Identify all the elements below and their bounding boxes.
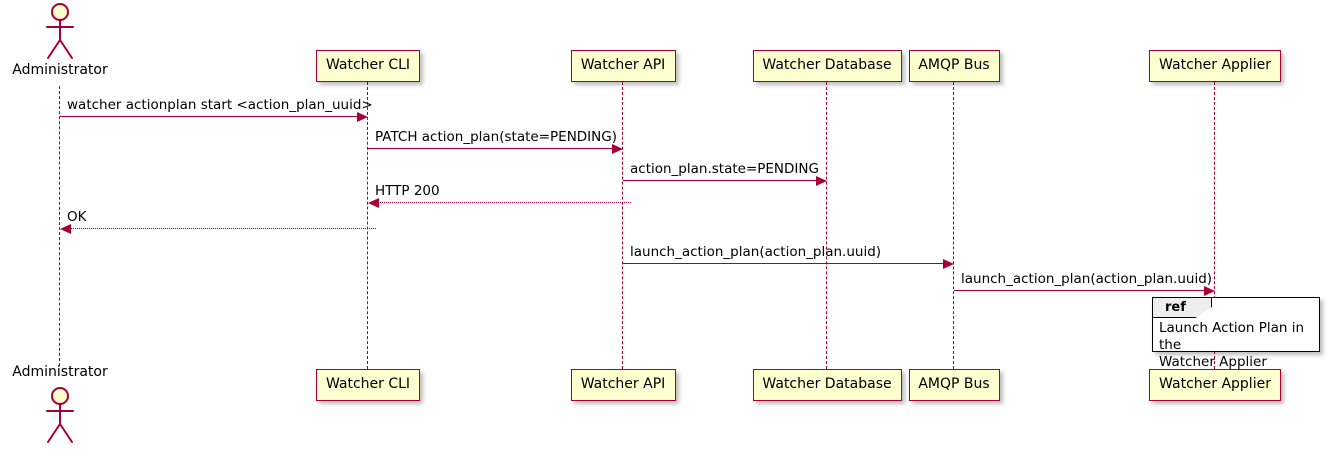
lifeline-watcher-cli — [367, 82, 369, 369]
participant-watcher-cli-top[interactable]: Watcher CLI — [316, 50, 420, 82]
participant-watcher-applier-bottom[interactable]: Watcher Applier — [1149, 369, 1281, 401]
ref-tab-label: ref — [1153, 298, 1212, 318]
lifeline-amqp-bus — [953, 82, 955, 369]
message-label-msg-5: OK — [67, 209, 87, 225]
message-label-msg-3: action_plan.state=PENDING — [630, 161, 819, 177]
message-line-msg-4 — [376, 202, 631, 203]
arrow-head-msg-1 — [357, 112, 368, 122]
participant-watcher-database-bottom[interactable]: Watcher Database — [752, 369, 902, 401]
lifeline-administrator — [59, 86, 61, 366]
lifeline-watcher-applier — [1214, 82, 1216, 369]
message-line-msg-5 — [68, 228, 376, 229]
participant-watcher-applier-top[interactable]: Watcher Applier — [1149, 50, 1281, 82]
message-line-msg-6 — [623, 263, 946, 264]
participant-watcher-api-bottom[interactable]: Watcher API — [570, 369, 676, 401]
arrow-head-msg-3 — [816, 176, 827, 186]
arrow-head-msg-4 — [368, 198, 379, 208]
actor-administrator-bottom[interactable] — [40, 386, 80, 448]
lifeline-watcher-database — [826, 82, 828, 369]
participant-amqp-bus-top[interactable]: AMQP Bus — [908, 50, 1000, 82]
arrow-head-msg-5 — [60, 224, 71, 234]
actor-figure-icon — [46, 3, 74, 59]
message-line-msg-3 — [623, 180, 819, 181]
arrow-head-msg-7 — [1204, 286, 1215, 296]
arrow-head-msg-6 — [943, 259, 954, 269]
message-line-msg-2 — [368, 148, 615, 149]
ref-body-text: Launch Action Plan in the Watcher Applie… — [1159, 320, 1305, 370]
participant-amqp-bus-bottom[interactable]: AMQP Bus — [908, 369, 1000, 401]
message-label-msg-6: launch_action_plan(action_plan.uuid) — [630, 244, 882, 260]
actor-label-administrator-top: Administrator — [12, 62, 108, 78]
participant-watcher-api-top[interactable]: Watcher API — [570, 50, 676, 82]
actor-label-administrator-bottom: Administrator — [12, 364, 108, 380]
message-label-msg-4: HTTP 200 — [375, 183, 440, 199]
arrow-head-msg-2 — [612, 144, 623, 154]
actor-administrator-top[interactable] — [40, 2, 80, 64]
participant-watcher-cli-bottom[interactable]: Watcher CLI — [316, 369, 420, 401]
actor-figure-icon — [46, 387, 74, 443]
message-line-msg-1 — [60, 116, 360, 117]
lifeline-watcher-api — [622, 82, 624, 369]
message-label-msg-7: launch_action_plan(action_plan.uuid) — [961, 271, 1213, 287]
message-label-msg-2: PATCH action_plan(state=PENDING) — [375, 129, 617, 145]
participant-watcher-database-top[interactable]: Watcher Database — [752, 50, 902, 82]
message-label-msg-1: watcher actionplan start <action_plan_uu… — [67, 97, 373, 113]
message-line-msg-7 — [954, 290, 1207, 291]
ref-fragment: ref Launch Action Plan in the Watcher Ap… — [1152, 297, 1320, 370]
